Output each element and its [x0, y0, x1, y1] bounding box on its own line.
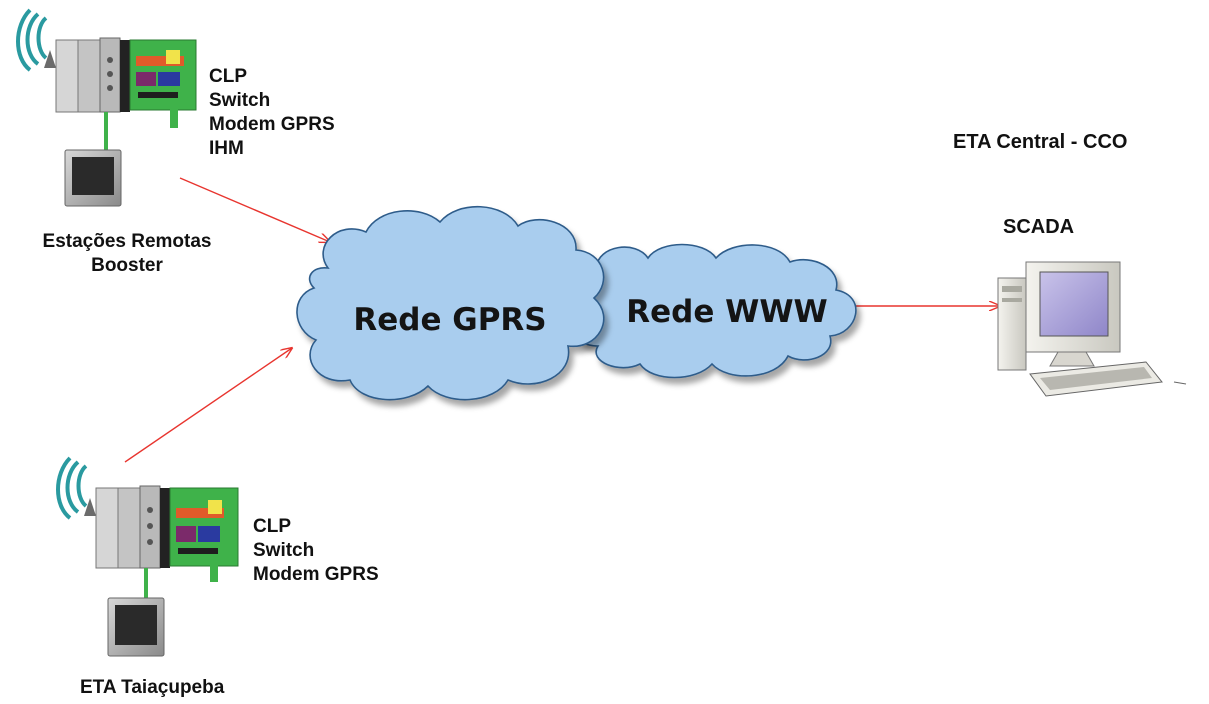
- component-label: IHM: [209, 138, 244, 159]
- cloud-www: [568, 243, 857, 379]
- arrow-remote-to-gprs: [179, 177, 330, 242]
- component-label: Switch: [253, 540, 315, 561]
- network-label-gprs: Rede GPRS: [353, 302, 546, 338]
- network-label-www: Rede WWW: [626, 294, 828, 330]
- hmi-icon: [107, 597, 165, 657]
- antenna-icon: [56, 456, 96, 520]
- caption-line: Estações Remotas: [42, 231, 212, 252]
- remote-stations-caption: Estações Remotas Booster: [22, 230, 232, 278]
- cloud-gprs: [296, 205, 605, 401]
- component-label: CLP: [253, 516, 291, 537]
- eta-components-list: CLP Switch Modem GPRS: [253, 515, 379, 587]
- caption-line: Booster: [91, 255, 163, 276]
- remote-components-list: CLP Switch Modem GPRS IHM: [209, 65, 335, 161]
- eta-taiacupeba-caption: ETA Taiaçupeba: [80, 677, 225, 698]
- plc-assembly-eta: [56, 456, 239, 657]
- antenna-icon: [16, 8, 56, 72]
- scada-computer-icon: [997, 261, 1187, 397]
- scada-label: SCADA: [1003, 216, 1075, 238]
- component-label: Switch: [209, 90, 271, 111]
- component-label: CLP: [209, 66, 247, 87]
- central-title: ETA Central - CCO: [953, 131, 1128, 153]
- component-label: Modem GPRS: [209, 114, 335, 135]
- plc-assembly-remote: [16, 8, 197, 207]
- hmi-icon: [64, 149, 122, 207]
- component-label: Modem GPRS: [253, 564, 379, 585]
- arrow-eta-to-gprs: [124, 348, 292, 463]
